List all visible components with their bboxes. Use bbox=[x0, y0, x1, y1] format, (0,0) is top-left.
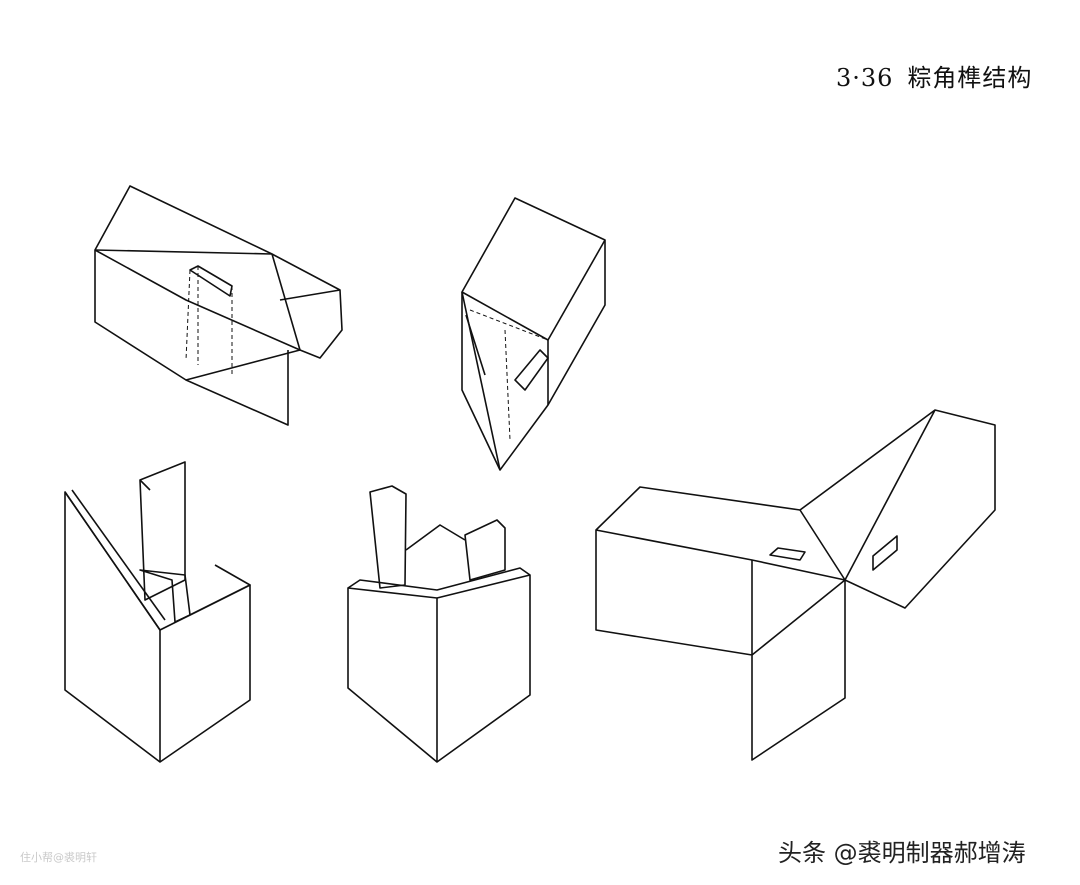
source-credit: 头条 @裘明制器郝增涛 bbox=[778, 839, 1026, 867]
watermark: 住小帮@裘明轩 bbox=[20, 851, 97, 864]
part-top-middle bbox=[461, 197, 606, 471]
part-bottom-right bbox=[595, 409, 996, 761]
part-top-left bbox=[94, 185, 343, 426]
figure-title: 粽角榫结构 bbox=[907, 64, 1033, 92]
figure-caption: 3·36 粽角榫结构 bbox=[836, 58, 1032, 93]
figure-number: 3·36 bbox=[836, 64, 894, 92]
part-bottom-middle bbox=[347, 485, 531, 763]
part-bottom-left bbox=[64, 461, 251, 763]
